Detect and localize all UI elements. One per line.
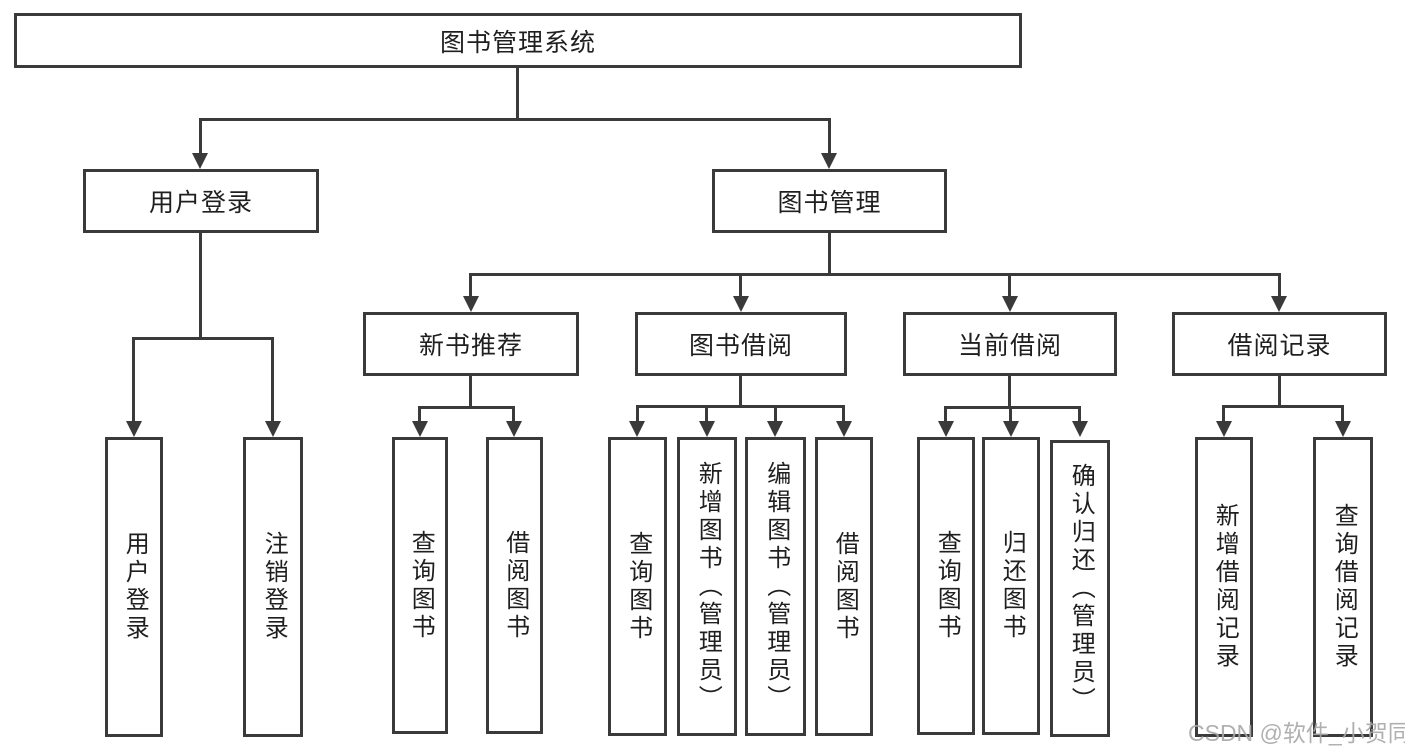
arrow-down-icon: [463, 296, 479, 312]
connector-drop-borrow-leaf1: [636, 405, 639, 421]
leaf-user-login-label: 用户登录: [121, 531, 149, 643]
leaf-borrow-edit-books-admin-label: 编辑图书（管理员）: [762, 460, 790, 713]
connector-root-rail: [199, 118, 831, 121]
connector-drop-current: [1008, 273, 1011, 296]
node-borrow-records-label: 借阅记录: [1227, 332, 1332, 360]
leaf-borrow-query-books: 查询图书: [608, 437, 667, 736]
leaf-borrow-add-books-admin: 新增图书（管理员）: [677, 437, 737, 736]
arrow-down-icon: [1271, 296, 1287, 312]
connector-drop-records: [1278, 273, 1281, 296]
connector-recommend-stub: [469, 376, 472, 406]
connector-login-rail: [132, 337, 274, 340]
connector-drop-recommend: [469, 273, 472, 296]
leaf-current-confirm-return-admin-label: 确认归还（管理员）: [1067, 462, 1095, 715]
connector-drop-recommend-leaf2: [512, 406, 515, 421]
arrow-down-icon: [767, 421, 783, 437]
arrow-down-icon: [629, 421, 645, 437]
node-current-borrow: 当前借阅: [903, 312, 1117, 376]
arrow-down-icon: [836, 421, 852, 437]
node-root-library-system: 图书管理系统: [14, 13, 1022, 68]
arrow-down-icon: [192, 153, 208, 169]
arrow-down-icon: [1002, 296, 1018, 312]
connector-drop-records-leaf2: [1341, 405, 1344, 421]
arrow-down-icon: [938, 421, 954, 437]
connector-current-stub: [1008, 376, 1011, 406]
leaf-current-confirm-return-admin: 确认归还（管理员）: [1050, 440, 1110, 737]
connector-recommend-rail: [418, 406, 515, 409]
node-new-book-recommend: 新书推荐: [363, 312, 579, 376]
connector-drop-borrow: [739, 273, 742, 296]
leaf-logout-label: 注销登录: [260, 531, 288, 643]
connector-drop-login-leaf1: [132, 337, 135, 421]
arrow-down-icon: [1335, 421, 1351, 437]
leaf-recommend-borrow-books-label: 借阅图书: [501, 529, 529, 642]
connector-drop-borrow-leaf2: [705, 405, 708, 421]
connector-manage-rail: [469, 273, 1281, 276]
leaf-recommend-borrow-books: 借阅图书: [486, 437, 543, 734]
arrow-down-icon: [699, 421, 715, 437]
node-book-borrow: 图书借阅: [635, 312, 847, 376]
leaf-records-add-record: 新增借阅记录: [1195, 437, 1253, 737]
arrow-down-icon: [1003, 421, 1019, 437]
node-borrow-records: 借阅记录: [1172, 312, 1387, 376]
connector-current-rail: [944, 406, 1081, 409]
leaf-recommend-query-books: 查询图书: [392, 437, 448, 734]
csdn-watermark: CSDN @软件_小贺同学: [1188, 720, 1405, 746]
connector-borrow-rail: [636, 405, 845, 408]
leaf-borrow-query-books-label: 查询图书: [624, 530, 652, 643]
connector-drop-manage: [828, 118, 831, 153]
node-user-login: 用户登录: [83, 169, 319, 233]
connector-drop-login-leaf2: [271, 337, 274, 421]
node-book-management-label: 图书管理: [777, 189, 882, 217]
connector-login-stub: [199, 233, 202, 337]
connector-drop-current-leaf2: [1009, 406, 1012, 421]
connector-drop-borrow-leaf3: [774, 405, 777, 421]
arrow-down-icon: [1072, 421, 1088, 437]
connector-root-stub: [516, 68, 519, 118]
arrow-down-icon: [821, 153, 837, 169]
leaf-current-query-books: 查询图书: [917, 437, 975, 735]
node-root-label: 图书管理系统: [439, 28, 596, 57]
leaf-recommend-query-books-label: 查询图书: [407, 529, 435, 642]
arrow-down-icon: [126, 421, 142, 437]
leaf-borrow-edit-books-admin: 编辑图书（管理员）: [745, 437, 806, 736]
leaf-user-login: 用户登录: [105, 437, 163, 737]
arrow-down-icon: [1216, 421, 1232, 437]
arrow-down-icon: [265, 421, 281, 437]
connector-borrow-stub: [739, 376, 742, 405]
connector-drop-current-leaf3: [1078, 406, 1081, 421]
leaf-records-query-record: 查询借阅记录: [1313, 437, 1373, 737]
connector-manage-stub: [828, 233, 831, 273]
connector-drop-records-leaf1: [1222, 405, 1225, 421]
node-new-book-recommend-label: 新书推荐: [418, 332, 523, 360]
arrow-down-icon: [506, 421, 522, 437]
connector-drop-recommend-leaf1: [418, 406, 421, 421]
connector-drop-borrow-leaf4: [842, 405, 845, 421]
leaf-records-add-record-label: 新增借阅记录: [1211, 503, 1239, 671]
connector-drop-current-leaf1: [944, 406, 947, 421]
node-book-management: 图书管理: [712, 169, 947, 233]
leaf-current-return-books: 归还图书: [982, 437, 1040, 735]
leaf-borrow-borrow-books-label: 借阅图书: [831, 530, 859, 643]
node-user-login-label: 用户登录: [148, 189, 253, 217]
node-current-borrow-label: 当前借阅: [957, 332, 1062, 360]
connector-records-rail: [1222, 405, 1344, 408]
leaf-logout: 注销登录: [243, 437, 303, 737]
arrow-down-icon: [412, 421, 428, 437]
connector-records-stub: [1278, 376, 1281, 405]
leaf-borrow-add-books-admin-label: 新增图书（管理员）: [694, 460, 722, 713]
leaf-current-return-books-label: 归还图书: [998, 530, 1026, 642]
connector-drop-login: [199, 118, 202, 153]
leaf-current-query-books-label: 查询图书: [933, 530, 961, 642]
node-book-borrow-label: 图书借阅: [688, 332, 793, 360]
arrow-down-icon: [733, 296, 749, 312]
leaf-records-query-record-label: 查询借阅记录: [1330, 503, 1358, 671]
leaf-borrow-borrow-books: 借阅图书: [815, 437, 873, 736]
